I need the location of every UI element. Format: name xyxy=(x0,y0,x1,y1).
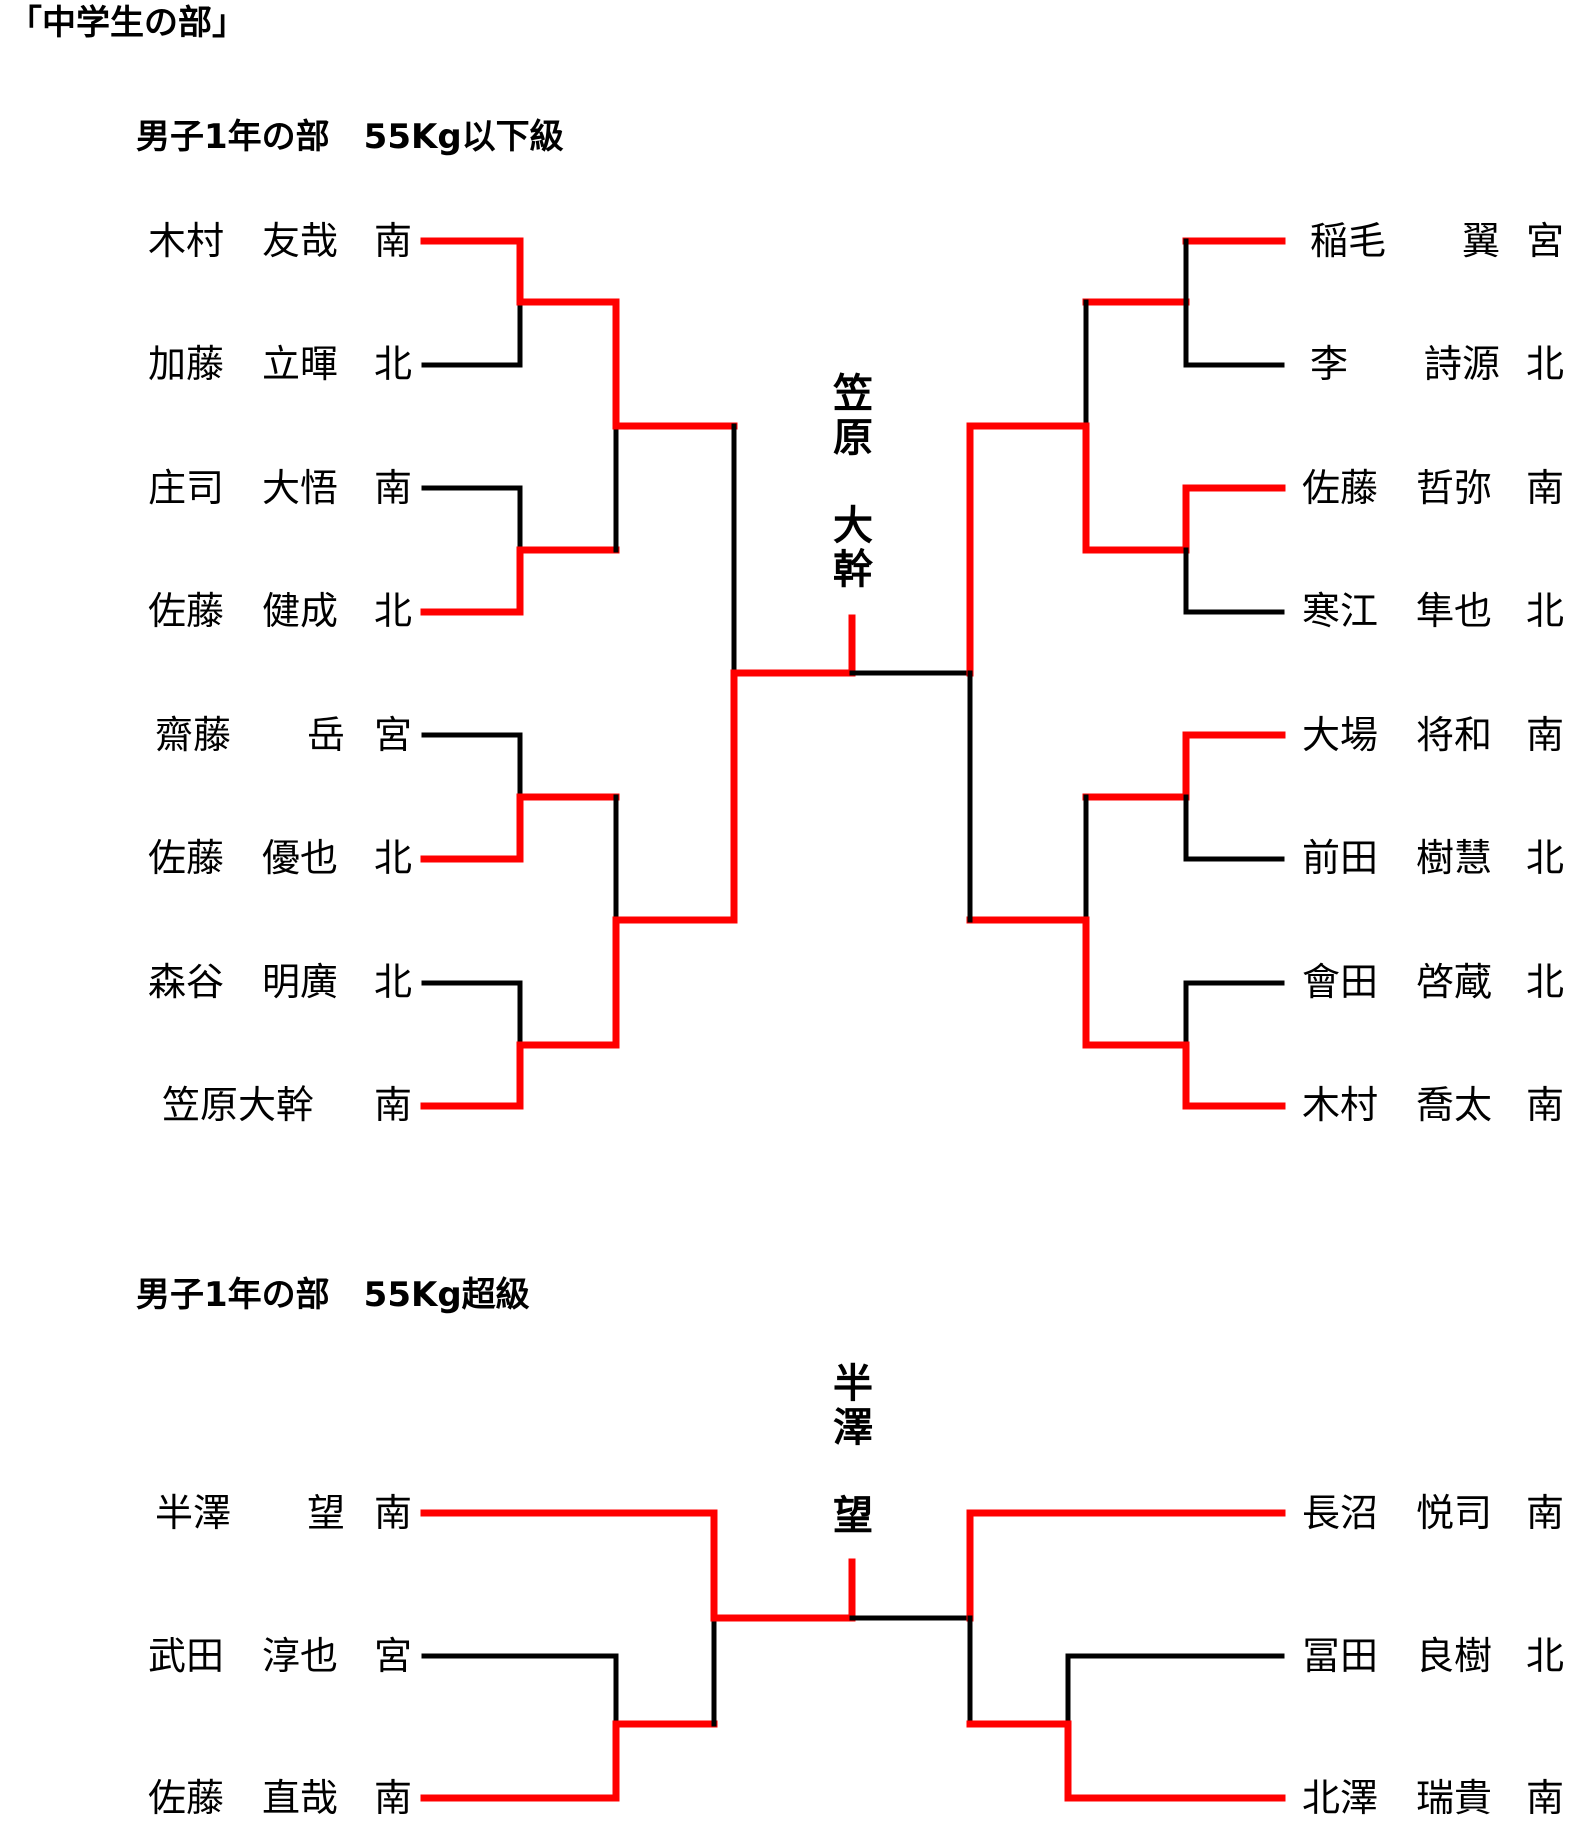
entrant-name: 前田 樹慧 xyxy=(1302,836,1493,880)
entrant-school: 北 xyxy=(374,589,413,633)
entrant-name: 佐藤 健成 xyxy=(148,589,339,633)
entrant-school: 宮 xyxy=(374,713,413,757)
entrant-name: 木村 友哉 xyxy=(148,219,339,263)
entrant-school: 南 xyxy=(374,466,413,510)
champion-over-55kg: 半澤 望 xyxy=(826,1362,872,1538)
entrant-name: 齋藤 岳 xyxy=(155,713,346,757)
entrant-name: 木村 喬太 xyxy=(1302,1083,1493,1127)
entrant-school: 南 xyxy=(374,1491,413,1535)
entrant-name: 會田 啓蔵 xyxy=(1302,960,1493,1004)
entrant-name: 笠原大幹 xyxy=(162,1083,315,1127)
entrant-name: 冨田 良樹 xyxy=(1302,1634,1493,1678)
entrant-school: 南 xyxy=(374,1083,413,1127)
entrant-school: 北 xyxy=(374,960,413,1004)
entrant-name: 佐藤 優也 xyxy=(148,836,339,880)
bracket-title-over-55kg: 男子1年の部 55Kg超級 xyxy=(136,1275,530,1315)
entrant-school: 北 xyxy=(1526,1634,1565,1678)
entrant-name: 北澤 瑞貴 xyxy=(1302,1776,1493,1820)
entrant-name: 佐藤 直哉 xyxy=(148,1776,339,1820)
entrant-school: 南 xyxy=(1526,713,1565,757)
entrant-school: 北 xyxy=(1526,342,1565,386)
entrant-school: 南 xyxy=(1526,466,1565,510)
entrant-school: 南 xyxy=(374,219,413,263)
entrant-name: 半澤 望 xyxy=(155,1491,346,1535)
entrant-school: 北 xyxy=(374,342,413,386)
entrant-school: 宮 xyxy=(1526,219,1565,263)
entrant-school: 北 xyxy=(374,836,413,880)
entrant-name: 加藤 立暉 xyxy=(148,342,339,386)
entrant-name: 長沼 悦司 xyxy=(1302,1491,1493,1535)
champion-under-55kg: 笠原 大幹 xyxy=(826,372,872,592)
page-title: 「中学生の部」 xyxy=(8,3,246,43)
entrant-school: 北 xyxy=(1526,960,1565,1004)
entrant-name: 寒江 隼也 xyxy=(1302,589,1493,633)
entrant-school: 北 xyxy=(1526,836,1565,880)
entrant-name: 武田 淳也 xyxy=(148,1634,339,1678)
entrant-school: 南 xyxy=(374,1776,413,1820)
entrant-name: 庄司 大悟 xyxy=(148,466,339,510)
entrant-school: 南 xyxy=(1526,1083,1565,1127)
entrant-school: 南 xyxy=(1526,1776,1565,1820)
entrant-name: 森谷 明廣 xyxy=(148,960,339,1004)
entrant-name: 李 詩源 xyxy=(1310,342,1501,386)
entrant-name: 大場 将和 xyxy=(1302,713,1493,757)
entrant-school: 南 xyxy=(1526,1491,1565,1535)
entrant-name: 佐藤 哲弥 xyxy=(1302,466,1493,510)
bracket-title-under-55kg: 男子1年の部 55Kg以下級 xyxy=(136,117,564,157)
entrant-school: 北 xyxy=(1526,589,1565,633)
entrant-name: 稲毛 翼 xyxy=(1310,219,1501,263)
entrant-school: 宮 xyxy=(374,1634,413,1678)
